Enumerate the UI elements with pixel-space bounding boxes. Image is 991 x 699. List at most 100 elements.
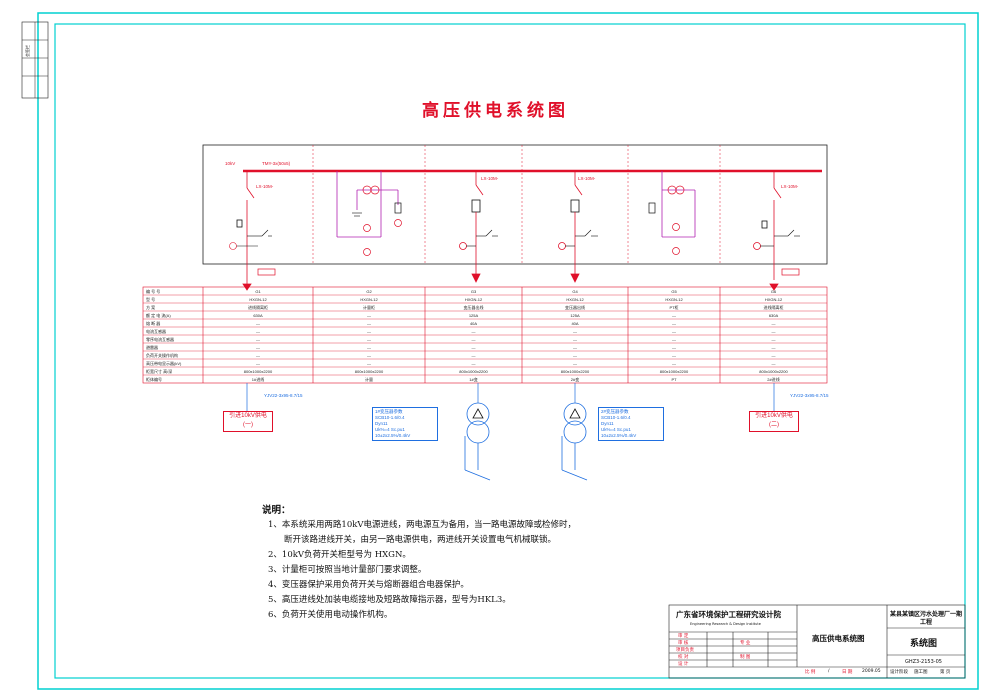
table-cell: — [672,360,676,366]
project-name: 某县某镇区污水处理厂一期工程 [890,611,963,626]
table-row-label: 负荷开关操作机构 [146,352,178,358]
incoming-supply-2: 引进10kV供电 (二) [749,411,799,432]
t1-line-1: SCB10-1.6/0.4 [375,415,405,420]
role-4: 校 对 [678,655,689,660]
table-row-label: 避雷器 [146,344,158,350]
table-cell: 变压器出线 [565,304,585,310]
notes: 说明： 1、本系统采用两路10kV电源进线，两电源互为备用，当一路电源故障或检修… [262,503,576,623]
t1-line-0: 1#变压器参数 [375,409,403,414]
drawing-title: 高压供电系统图 [422,101,569,121]
table-cell: 1#变 [469,376,478,382]
right-cable-tag: YJV22-3x95-8.7/15 [790,393,829,398]
outer-frame [37,12,979,690]
role2-2: 制 图 [740,655,751,660]
table-cell: — [672,312,676,318]
transformer-1-params: 1#变压器参数 SCB10-1.6/0.4 Dyn11 Uk%=4 Sc.pu1… [372,407,438,441]
table-cell: — [256,360,260,366]
table-cell: — [771,360,776,366]
footer-date: 日 期 [842,670,853,675]
table-cell: G1 [255,288,261,294]
table-cell: 125A [468,312,479,318]
table-cell: 800x1000x2200 [759,368,788,374]
table-cell: 40A [469,320,478,326]
switch-label-g1: LX-10M- [256,184,274,189]
table-row-label: 电流互感器 [146,328,166,334]
table-cell: G4 [572,288,578,294]
t2-line-1: SCB10-1.6/0.4 [601,415,631,420]
footer-stage: 设计阶段 [890,670,908,675]
panel-g3 [459,171,484,283]
role-2: 审 核 [678,641,689,646]
note-3: 3、计量柜可按照当地计量部门要求调整。 [268,565,427,575]
busbar-label: TMY-3x(50x5) [262,161,291,166]
note-6: 6、负荷开关使用电动操作机构。 [268,610,393,620]
role2-1: 专 业 [740,641,751,646]
table-cell: PT柜 [669,304,679,310]
table-cell: — [672,320,676,326]
table-cell: 800x1000x2200 [659,368,689,374]
table-cell: — [256,336,260,342]
table-row-label: 柜宽尺寸 高/深 [146,368,173,374]
table-cell: — [573,360,577,366]
table-cell: 630A [253,312,263,318]
t2-line-2: Dyn11 [601,421,614,426]
panel-g2 [336,171,399,238]
cables [246,383,775,412]
table-cell: — [771,352,776,358]
table-cell: — [367,328,371,334]
table-cell: HXGN-12 [566,296,584,302]
footer-stage-val: 施工图 [914,670,928,675]
table-cell: — [672,328,676,334]
note-5: 5、高压进线处加装电缆接地及短路故障指示器，型号为HKL3。 [268,595,511,605]
drawing-type: 系统图 [910,639,938,649]
table-cell: G2 [366,288,372,294]
footer-page: 第 页 [940,670,951,675]
table-cell: HXGN-12 [764,296,783,302]
switchgear-enclosure [202,144,828,265]
table-cell: — [573,344,577,350]
table-cell: — [367,320,371,326]
table-cell: — [471,344,476,350]
table-cell: 2#变 [570,376,580,382]
table-row-label: 柜体编号 [146,376,162,382]
note-1: 1、本系统采用两路10kV电源进线，两电源互为备用，当一路电源故障或检修时， [268,520,577,530]
note-4: 4、变压器保护采用负荷开关与熔断器组合电器保护。 [268,580,469,590]
signature-label: 会签栏 [25,45,30,57]
table-cell: — [256,352,260,358]
table-cell: HXGN-12 [464,296,483,302]
table-cell: HXGN-12 [249,296,267,302]
table-cell: 40A [571,320,579,326]
institute-en: Engineering Research & Design Institute [690,622,761,626]
table-cell: — [471,352,476,358]
table-cell: 2#进线 [767,376,780,382]
role-3: 项目负责 [676,648,694,653]
bus-tag: 10kV [225,161,236,166]
panel-g5 [661,171,696,238]
note-1-cont: 断开该路进线开关，由另一路电源供电，两进线开关设置电气机械联锁。 [284,535,557,545]
table-cell: 800x1000x2200 [243,368,273,374]
switch-label-g4: LX-10M- [578,176,596,181]
table-cell: — [573,328,577,334]
footer-date-val: 2009.05 [862,669,881,674]
panel-g4 [558,171,583,283]
switch-label-g6: LX-10M- [781,184,799,189]
table-cell: 计量柜 [363,304,375,310]
role-5: 设 计 [678,662,689,667]
role-1: 审 定 [678,634,689,639]
table-cell: 125A [570,312,580,318]
table-cell: — [367,352,371,358]
table-cell: 630A [768,312,779,318]
panel-g6 [753,171,782,291]
table-cell: — [573,336,577,342]
table-row-label: 型 号 [146,296,156,302]
title-block-grid [668,604,966,679]
table-cell: 800x1000x2200 [459,368,488,374]
table-row-label: 高压带电显示器(kV) [146,360,182,366]
table-cell: HXGN-12 [360,296,378,302]
footer-scale: 比 例 [805,670,816,675]
left-cable-tag: YJV22-3x95-8.7/15 [264,393,303,398]
switch-label-g3: LX-10M- [481,176,499,181]
t2-line-0: 2#变压器参数 [601,409,629,414]
